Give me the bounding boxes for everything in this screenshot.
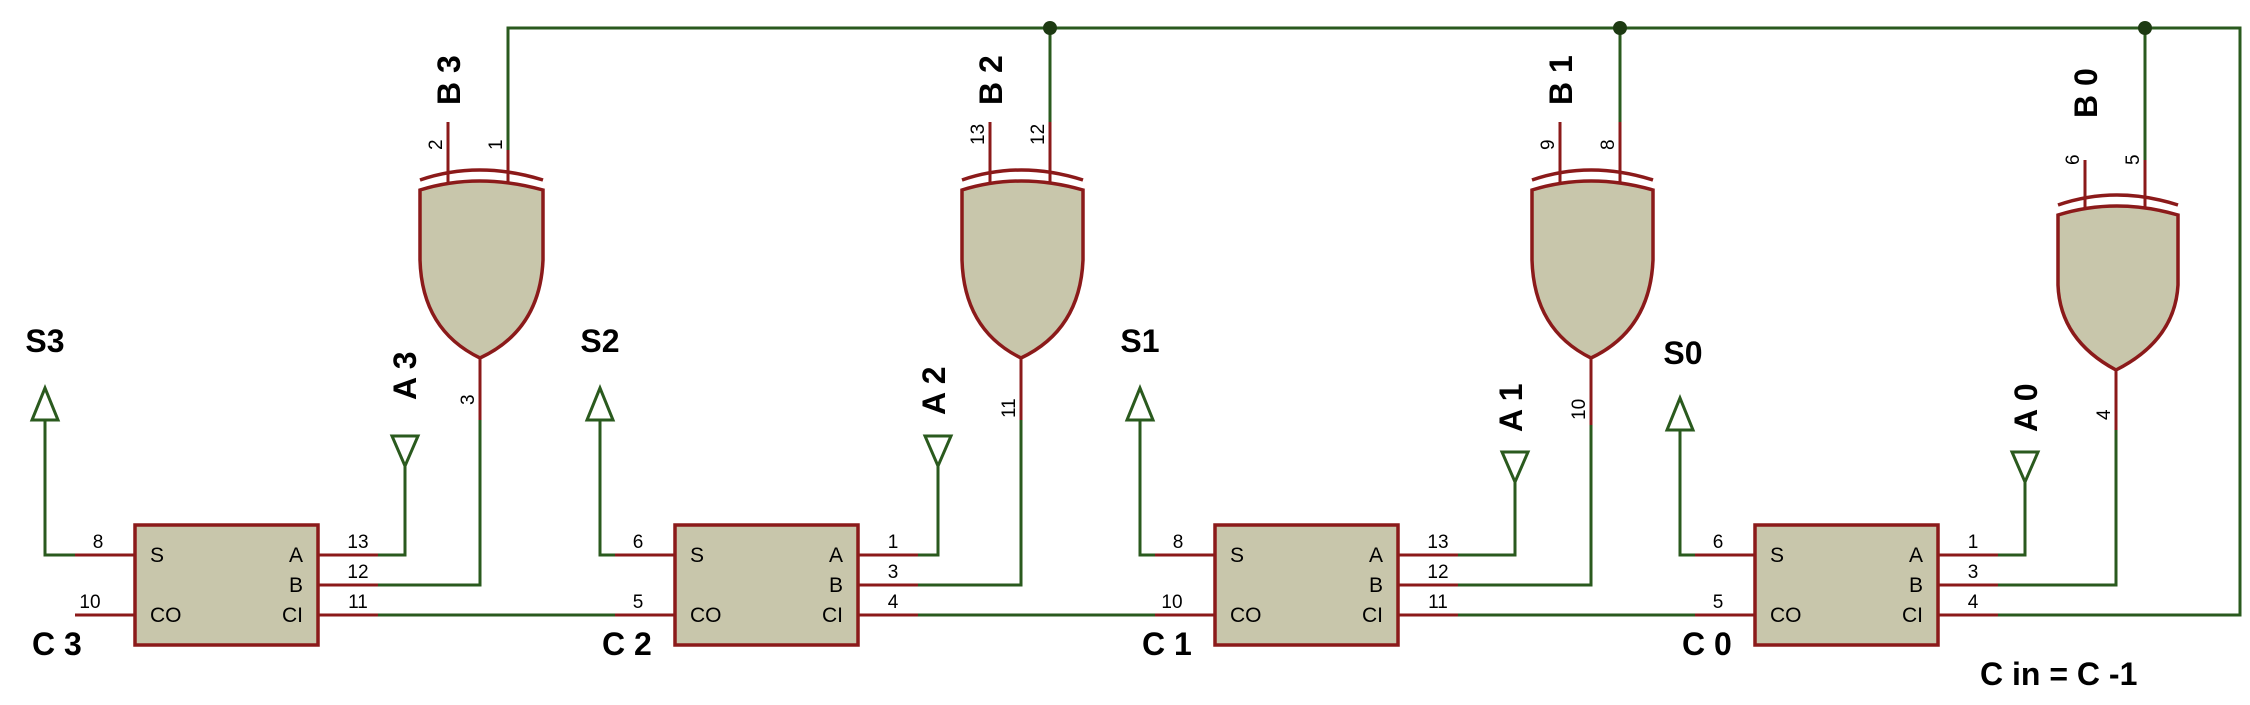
xor-gate: 9 8 10 (1530, 122, 1655, 425)
carry-in-note: C in = C -1 (1980, 656, 2137, 692)
stage-2: S CO A B CI 6 5 1 3 4 13 12 11 S2 A 2 B … (580, 55, 1085, 662)
input-label-a0: A 0 (2008, 383, 2044, 432)
label-s: S (690, 544, 704, 567)
xor-gate: 6 5 4 (2056, 154, 2180, 430)
label-s: S (1770, 544, 1784, 567)
pin-number: 4 (2094, 409, 2115, 420)
label-a: A (829, 544, 843, 567)
sum-label-s1: S1 (1120, 323, 1159, 359)
label-a: A (1909, 544, 1923, 567)
pin-number: 8 (1598, 139, 1619, 150)
label-ci: CI (282, 604, 303, 627)
label-b: B (1369, 574, 1383, 597)
pin-number: 12 (1028, 124, 1049, 145)
control-bus (506, 21, 2242, 617)
label-a: A (1369, 544, 1383, 567)
carry-label-c1: C 1 (1142, 626, 1192, 662)
pin-number: 13 (968, 124, 989, 145)
sum-label-s0: S0 (1663, 335, 1702, 371)
pin-number: 8 (1173, 532, 1184, 553)
carry-label-c3: C 3 (32, 626, 82, 662)
pin-number: 3 (1968, 562, 1979, 583)
pin-number: 11 (999, 398, 1020, 418)
full-adder: S CO A B CI 8 10 13 12 11 (1155, 523, 1458, 647)
full-adder: S CO A B CI 6 5 1 3 4 (615, 523, 918, 647)
pin-number: 6 (2063, 154, 2084, 165)
adder-body (1213, 523, 1400, 647)
label-co: CO (150, 604, 182, 627)
xor-body (418, 179, 545, 360)
label-b: B (1909, 574, 1923, 597)
pin-number: 1 (1968, 532, 1979, 553)
input-label-a3: A 3 (387, 351, 423, 400)
input-label-a2: A 2 (916, 366, 952, 415)
input-terminal-a3 (389, 434, 421, 470)
xor-body (1530, 179, 1655, 360)
carry-label-c2: C 2 (602, 626, 652, 662)
pin-number: 2 (426, 139, 447, 150)
output-terminal-s0 (1664, 394, 1696, 432)
label-ci: CI (1362, 604, 1383, 627)
label-b: B (289, 574, 303, 597)
pin-number: 1 (486, 139, 507, 150)
label-co: CO (690, 604, 722, 627)
output-terminal-s3 (29, 384, 61, 422)
stage-1: S CO A B CI 8 10 13 12 11 9 8 10 S1 A 1 … (1120, 55, 1655, 662)
input-label-b1: B 1 (1543, 55, 1579, 105)
pin-number: 8 (93, 532, 104, 553)
pin-number: 11 (348, 592, 368, 613)
label-ci: CI (822, 604, 843, 627)
pin-number: 5 (2123, 154, 2144, 165)
output-terminal-s1 (1124, 384, 1156, 422)
stage-3: S CO A B CI 8 10 13 12 11 2 1 3 S3 A 3 B… (25, 55, 545, 662)
pin-number: 6 (1713, 532, 1724, 553)
pin-number: 12 (1427, 562, 1448, 583)
pin-number: 3 (458, 394, 479, 405)
sum-label-s2: S2 (580, 323, 619, 359)
pin-number: 9 (1538, 139, 1559, 150)
input-label-b2: B 2 (973, 55, 1009, 105)
junction-dot (1043, 21, 1057, 35)
junction-dot (2138, 21, 2152, 35)
pin-number: 3 (888, 562, 899, 583)
pin-number: 13 (347, 532, 368, 553)
label-ci: CI (1902, 604, 1923, 627)
input-label-a1: A 1 (1493, 383, 1529, 432)
sum-label-s3: S3 (25, 323, 64, 359)
pin-number: 1 (888, 532, 899, 553)
pin-number: 5 (1713, 592, 1724, 613)
junction-dot (1613, 21, 1627, 35)
label-s: S (1230, 544, 1244, 567)
carry-label-c0: C 0 (1682, 626, 1732, 662)
pin-number: 4 (888, 592, 899, 613)
pin-number: 12 (347, 562, 368, 583)
xor-gate: 13 12 11 (960, 122, 1085, 420)
pin-number: 13 (1427, 532, 1448, 553)
xor-gate: 2 1 3 (418, 122, 545, 420)
pin-number: 5 (633, 592, 644, 613)
label-s: S (150, 544, 164, 567)
input-label-b3: B 3 (431, 55, 467, 105)
label-co: CO (1770, 604, 1802, 627)
pin-number: 4 (1968, 592, 1979, 613)
pin-number: 10 (1161, 592, 1182, 613)
input-terminal-a1 (1499, 450, 1531, 486)
pin-number: 11 (1428, 592, 1448, 613)
stage-0: S CO A B CI 6 5 1 3 4 6 5 4 S0 A 0 B 0 (1663, 68, 2180, 662)
full-adder: S CO A B CI 8 10 13 12 11 (75, 523, 378, 647)
input-terminal-a0 (2009, 450, 2041, 486)
input-terminal-a2 (922, 434, 954, 470)
label-co: CO (1230, 604, 1262, 627)
label-a: A (289, 544, 303, 567)
input-label-b0: B 0 (2068, 68, 2104, 118)
full-adder: S CO A B CI 6 5 1 3 4 (1695, 523, 1998, 647)
label-b: B (829, 574, 843, 597)
pin-number: 10 (1569, 399, 1590, 420)
xor-body (960, 179, 1085, 360)
pin-number: 10 (79, 592, 100, 613)
pin-number: 6 (633, 532, 644, 553)
xor-body (2056, 204, 2180, 372)
output-terminal-s2 (584, 384, 616, 422)
